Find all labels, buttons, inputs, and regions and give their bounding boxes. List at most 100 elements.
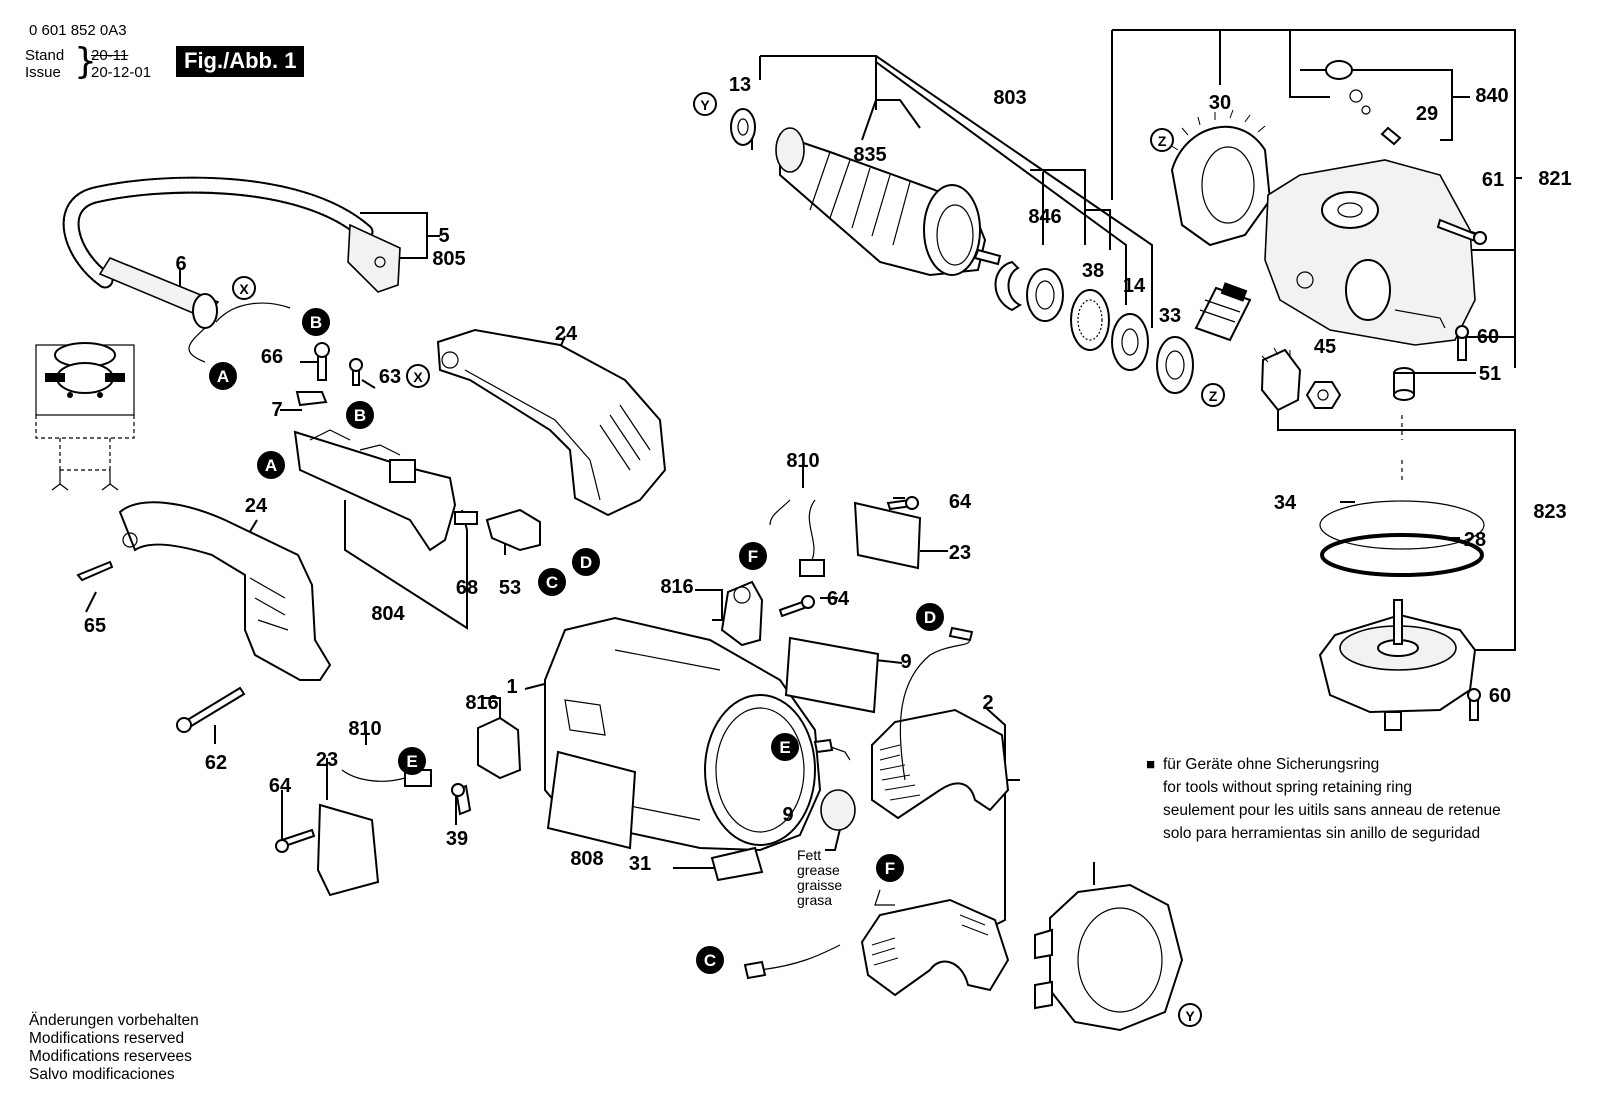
footer-line: Änderungen vorbehalten [29,1012,199,1029]
connector-marker-a: A [257,451,285,479]
part-label-23: 23 [316,749,338,771]
part-label-816: 816 [660,576,693,598]
stand-label: Stand [25,47,65,64]
armature [730,108,1002,277]
grease-note-line: Fett [797,847,822,863]
connector-marker-f: F [876,854,904,882]
gear-housing [1264,60,1487,401]
connector-marker-d: D [572,548,600,576]
part-label-7: 7 [271,399,282,421]
connector-marker-x: X [406,364,430,388]
footer-line: Modifications reserved [29,1030,185,1047]
svg-text:X: X [239,281,249,297]
part-label-38: 38 [1082,260,1104,282]
connector-marker-c: C [696,946,724,974]
grease-note-line: grasa [797,892,833,908]
upper-handle-housing [436,328,667,517]
part-label-805: 805 [432,248,465,270]
figure-label: Fig./Abb. 1 [176,46,305,77]
part-label-64: 64 [949,491,972,513]
connector-marker-e: E [398,747,426,775]
connector-marker-a: A [209,362,237,390]
svg-text:D: D [924,608,936,627]
grease-note-line: graisse [797,877,843,893]
date-brace: } [74,41,97,82]
svg-text:A: A [265,456,277,475]
part-label-9: 9 [900,651,911,673]
issue-label: Issue [25,64,61,81]
wiring-schematic [35,342,135,491]
part-label-6: 6 [175,253,186,275]
part-label-24: 24 [555,323,578,345]
part-label-33: 33 [1159,305,1181,327]
svg-text:Z: Z [1209,388,1218,404]
bearings-and-rings [994,260,1194,394]
connector-marker-y: Y [1178,1003,1202,1027]
svg-text:E: E [779,738,790,757]
power-cord [62,176,401,363]
switch-assembly [293,342,541,552]
rear-cover [1034,883,1184,1032]
part-label-31: 31 [629,853,651,875]
connector-marker-c: C [538,568,566,596]
part-label-64: 64 [827,588,850,610]
part-label-823: 823 [1533,501,1566,523]
part-label-14: 14 [1123,275,1146,297]
spring-ring-note-line-3: seulement pour les uitils sans anneau de… [1163,802,1501,819]
part-label-60: 60 [1489,685,1511,707]
part-label-24: 24 [245,495,268,517]
spring-ring-note: ■für Geräte ohne Sicherungsring for tool… [1146,753,1501,845]
connector-marker-x: X [232,276,256,300]
connector-marker-f: F [739,542,767,570]
spring-ring-note-line-4: solo para herramientas sin anillo de seg… [1163,825,1481,842]
brush-holders [275,496,922,897]
part-label-60: 60 [1477,326,1499,348]
issue-date: 20-12-01 [91,64,152,81]
footer-note: Änderungen vorbehalten Modifications res… [29,1012,199,1084]
part-label-29: 29 [1416,103,1438,125]
part-label-64: 64 [269,775,292,797]
part-label-28: 28 [1464,529,1486,551]
grease-note-line: grease [797,862,840,878]
svg-text:B: B [354,406,366,425]
spring-ring-note-line-2: for tools without spring retaining ring [1163,779,1412,796]
part-label-63: 63 [379,366,401,388]
part-label-13: 13 [729,74,751,96]
connector-marker-y: Y [693,92,717,116]
part-label-5: 5 [438,225,449,247]
svg-text:E: E [406,752,417,771]
leader-lines [85,29,1522,926]
part-label-808: 808 [570,848,603,870]
svg-text:C: C [704,951,716,970]
connector-marker-b: B [346,401,374,429]
footer-line: Modifications reservees [29,1048,192,1065]
part-label-1: 1 [506,676,517,698]
connector-marker-z: Z [1201,383,1225,407]
part-label-34: 34 [1274,492,1297,514]
part-label-23: 23 [949,542,971,564]
part-label-39: 39 [446,828,468,850]
part-label-66: 66 [261,346,283,368]
svg-text:D: D [580,553,592,572]
footer-line: Salvo modificaciones [29,1066,175,1083]
lower-handle [76,501,332,733]
part-label-62: 62 [205,752,227,774]
spring-ring-note-line-1: ■für Geräte ohne Sicherungsring [1146,753,1501,776]
connector-marker-e: E [771,733,799,761]
motor-housing [544,616,880,882]
connector-marker-b: B [302,308,330,336]
part-label-61: 61 [1482,169,1504,191]
part-label-9: 9 [782,804,793,826]
part-label-835: 835 [853,144,886,166]
part-label-816: 816 [465,692,498,714]
part-label-30: 30 [1209,92,1231,114]
connector-marker-d: D [916,603,944,631]
grease-note: Fett grease graisse grasa [797,848,842,908]
svg-text:B: B [310,313,322,332]
part-label-810: 810 [348,718,381,740]
part-label-846: 846 [1028,206,1061,228]
part-label-821: 821 [1538,168,1571,190]
part-label-803: 803 [993,87,1026,109]
